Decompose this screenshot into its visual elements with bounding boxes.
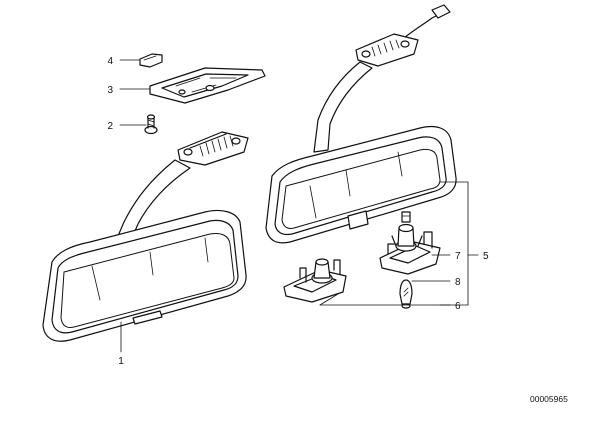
- right-mirror-assembly: [265, 4, 457, 244]
- left-mirror-tab: [132, 310, 163, 325]
- right-mirror-mount: [355, 33, 419, 67]
- left-mirror-glass: [60, 233, 235, 328]
- mounting-plate-assembly: [139, 53, 266, 135]
- part-label-7: 7: [455, 251, 461, 262]
- lamp-socket-clip: [401, 211, 411, 223]
- part-label-3: 3: [107, 85, 113, 96]
- left-mirror-housing-inner: [51, 219, 239, 334]
- lamp-housing-right: [379, 223, 441, 275]
- right-mirror-housing-inner: [274, 136, 447, 236]
- part-labels: 4 3 2 1 7 5 8 6: [107, 56, 489, 367]
- mounting-clip: [139, 53, 163, 68]
- left-mirror-assembly: [42, 131, 249, 342]
- wiring-connector: [431, 4, 451, 19]
- part-label-1: 1: [118, 356, 124, 367]
- part-label-5: 5: [483, 251, 489, 262]
- wiring-cable: [403, 13, 441, 39]
- part-label-6: 6: [455, 301, 461, 312]
- part-label-4: 4: [107, 56, 113, 67]
- bulb: [399, 279, 413, 309]
- mounting-screw: [144, 114, 158, 135]
- callout-lines: [119, 59, 479, 353]
- catalog-code: 00005965: [530, 394, 568, 404]
- part-label-2: 2: [107, 121, 113, 132]
- left-mirror-mount: [177, 131, 249, 166]
- lamp-housing-left: [283, 258, 347, 303]
- right-mirror-arm: [313, 61, 373, 153]
- part-label-8: 8: [455, 277, 461, 288]
